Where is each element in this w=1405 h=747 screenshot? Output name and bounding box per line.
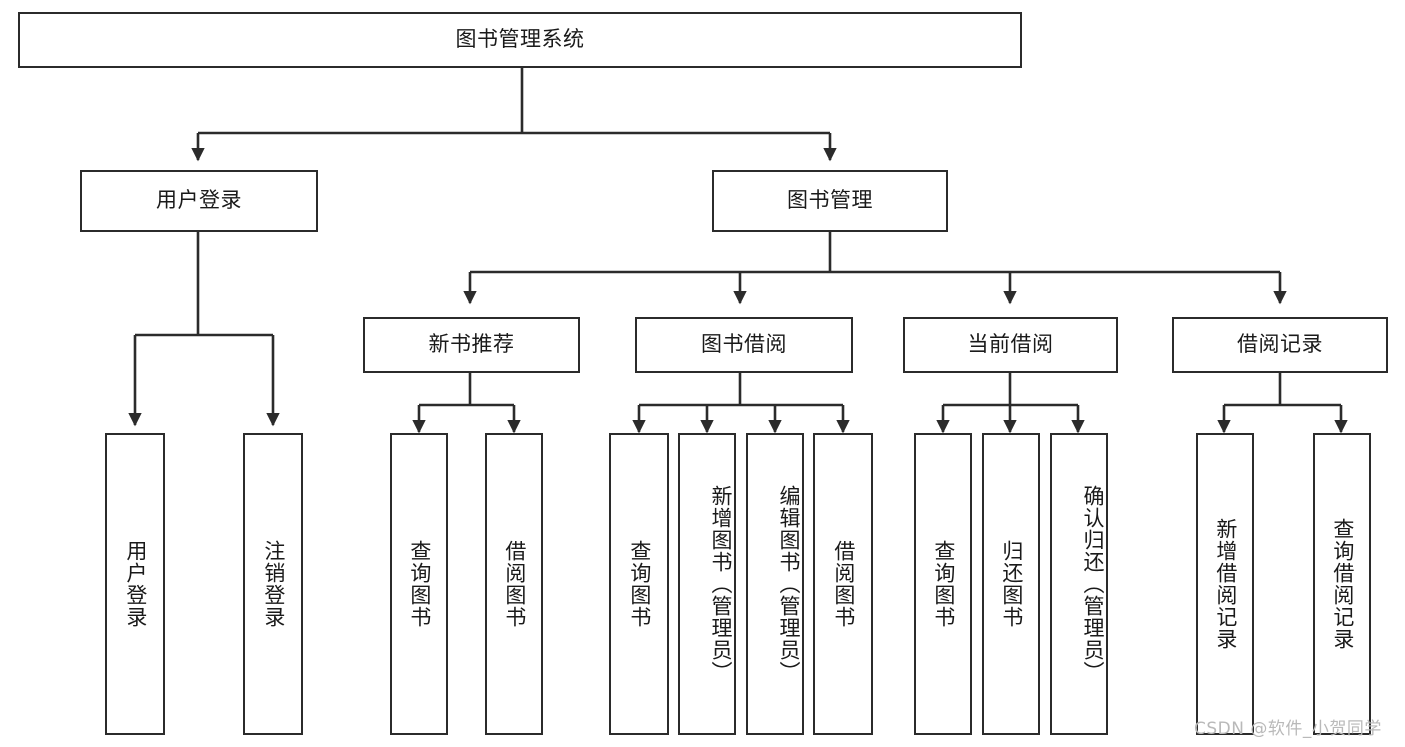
node-borrow-record[interactable]: 借阅记录: [1172, 317, 1388, 373]
leaf-current-query-book[interactable]: 查询图书: [914, 433, 972, 735]
leaf-record-add-record[interactable]: 新增借阅记录: [1196, 433, 1254, 735]
node-root[interactable]: 图书管理系统: [18, 12, 1022, 68]
node-user-login[interactable]: 用户登录: [80, 170, 318, 232]
leaf-current-confirm-return-admin[interactable]: 确认归还（管理员）: [1050, 433, 1108, 735]
leaf-current-return-book[interactable]: 归还图书: [982, 433, 1040, 735]
leaf-borrow-borrow-book[interactable]: 借阅图书: [813, 433, 873, 735]
leaf-borrow-add-book-admin[interactable]: 新增图书（管理员）: [678, 433, 736, 735]
leaf-record-query-record[interactable]: 查询借阅记录: [1313, 433, 1371, 735]
node-book-management[interactable]: 图书管理: [712, 170, 948, 232]
node-new-book-recommend[interactable]: 新书推荐: [363, 317, 580, 373]
leaf-borrow-query-book[interactable]: 查询图书: [609, 433, 669, 735]
node-book-borrow[interactable]: 图书借阅: [635, 317, 853, 373]
leaf-borrow-edit-book-admin[interactable]: 编辑图书（管理员）: [746, 433, 804, 735]
leaf-new-book-borrow[interactable]: 借阅图书: [485, 433, 543, 735]
node-current-borrow[interactable]: 当前借阅: [903, 317, 1118, 373]
leaf-new-book-query[interactable]: 查询图书: [390, 433, 448, 735]
leaf-user-login-signout[interactable]: 注销登录: [243, 433, 303, 735]
leaf-user-login-signin[interactable]: 用户登录: [105, 433, 165, 735]
watermark: CSDN @软件_小贺同学: [1194, 719, 1382, 739]
